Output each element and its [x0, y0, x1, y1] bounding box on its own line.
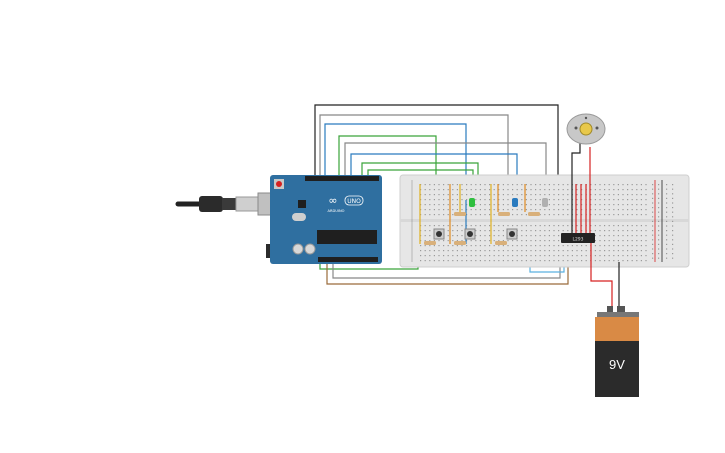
arduino-brand-label: ARDUINO	[328, 209, 345, 213]
breadboard[interactable]	[399, 174, 690, 268]
led-icon[interactable]	[469, 198, 548, 207]
battery-wire-red	[590, 243, 613, 306]
signal-wires[interactable]	[314, 104, 559, 235]
arduino-uno-board[interactable]: ∞ UNO ARDUINO	[257, 175, 382, 264]
wire-gray-1	[319, 114, 509, 190]
ic-label: L293	[572, 237, 583, 243]
arduino-logo-icon: ∞	[328, 194, 337, 207]
resistor-icon[interactable]	[424, 212, 540, 245]
wire-black-1	[314, 104, 559, 190]
wire-gray-2	[344, 142, 547, 200]
motor-wire-black	[571, 143, 581, 233]
wire-blue-1	[324, 123, 467, 200]
dc-motor-icon[interactable]	[566, 113, 606, 145]
motor-driver-ic[interactable]: L293	[561, 233, 595, 243]
battery-9v[interactable]: 9V	[595, 306, 639, 397]
arduino-model-label: UNO	[347, 198, 361, 205]
battery-label: 9V	[609, 357, 625, 372]
pushbutton-icon[interactable]	[433, 228, 518, 240]
breadboard-components[interactable]: L293	[419, 143, 595, 245]
usb-cable-icon	[175, 196, 259, 212]
